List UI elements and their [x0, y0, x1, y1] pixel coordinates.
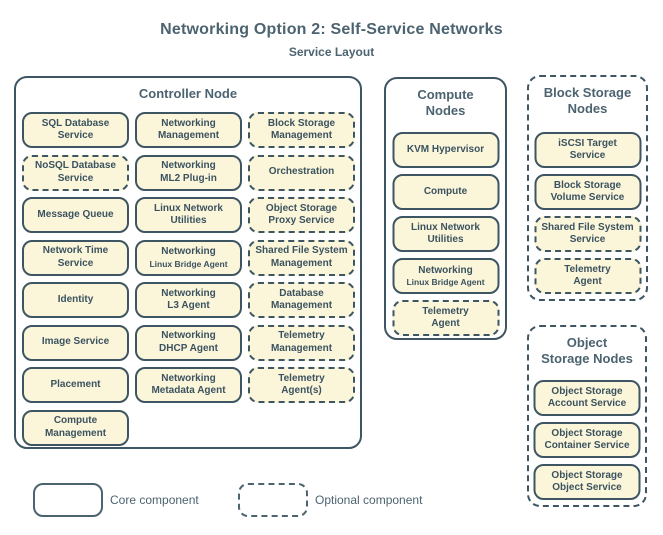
diagram-subtitle: Service Layout	[288, 45, 375, 59]
component-networking-l3-agent: Networking L3 Agent	[135, 282, 242, 318]
component-linux-network-utilities: Linux Network Utilities	[135, 197, 242, 233]
component-image-service: Image Service	[22, 324, 129, 361]
component-linux-network-utilities: Linux Network Utilities	[392, 216, 499, 252]
legend-optional-label: Optional component	[315, 493, 423, 507]
component-networking-ml2-plug-in: Networking ML2 Plug-in	[135, 154, 242, 191]
component-object-storage-object-service: Object Storage Object Service	[533, 464, 641, 500]
component-object-storage-container-service: Object Storage Container Service	[533, 422, 641, 458]
component-object-storage-account-service: Object Storage Account Service	[533, 380, 641, 416]
component-block-storage-volume-service: Block Storage Volume Service	[534, 174, 641, 210]
component-shared-file-system-management: Shared File System Management	[248, 239, 355, 276]
component-network-time-service: Network Time Service	[22, 239, 129, 276]
component-compute: Compute	[392, 174, 499, 210]
component-telemetry-agent: Telemetry Agent	[392, 300, 499, 336]
optional-component-swatch	[238, 483, 308, 517]
component-orchestration: Orchestration	[248, 154, 355, 191]
legend-core-label: Core component	[110, 493, 199, 507]
component-placement: Placement	[22, 367, 129, 403]
component-block-storage-management: Block Storage Management	[248, 112, 355, 148]
component-identity: Identity	[22, 282, 129, 318]
component-compute-management: Compute Management	[22, 409, 129, 446]
component-shared-file-system-service: Shared File System Service	[534, 216, 641, 252]
diagram-title: Networking Option 2: Self-Service Networ…	[160, 21, 503, 38]
object-storage-nodes-heading: Object Storage Nodes	[541, 335, 633, 366]
controller-node-heading: Controller Node	[138, 86, 238, 101]
object-storage-nodes-group: Object Storage Nodes Object Storage Acco…	[527, 325, 647, 507]
component-database-management: Database Management	[248, 282, 355, 318]
component-kvm-hypervisor: KVM Hypervisor	[392, 132, 499, 168]
component-object-storage-proxy-service: Object Storage Proxy Service	[248, 197, 355, 233]
component-networking-management: Networking Management	[135, 112, 242, 148]
compute-nodes-heading: Compute Nodes	[417, 87, 474, 118]
component-nosql-database-service: NoSQL Database Service	[22, 154, 129, 191]
component-iscsi-target-service: iSCSI Target Service	[534, 132, 641, 168]
component-telemetry-management: Telemetry Management	[248, 324, 355, 361]
block-storage-nodes-heading: Block Storage Nodes	[543, 85, 632, 116]
core-component-swatch	[33, 483, 103, 517]
component-telemetry-agent: Telemetry Agent	[534, 258, 641, 294]
component-sql-database-service: SQL Database Service	[22, 112, 129, 148]
component-networking-metadata-agent: Networking Metadata Agent	[135, 367, 242, 403]
block-storage-nodes-group: Block Storage Nodes iSCSI Target Service…	[527, 75, 648, 301]
component-message-queue: Message Queue	[22, 197, 129, 233]
component-telemetry-agent-s: Telemetry Agent(s)	[248, 367, 355, 403]
component-networking-dhcp-agent: Networking DHCP Agent	[135, 324, 242, 361]
